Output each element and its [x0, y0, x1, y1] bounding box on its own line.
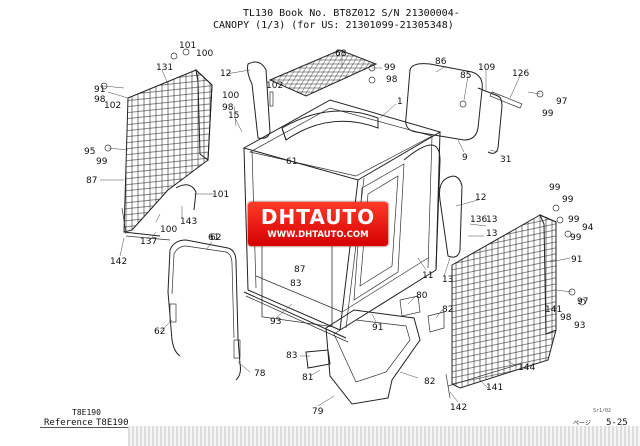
- callout: 142: [450, 403, 467, 413]
- callout: 12: [220, 69, 231, 79]
- callout: 78: [254, 369, 266, 379]
- callout: 93: [270, 317, 281, 327]
- callout: 131: [156, 63, 173, 73]
- callout: 126: [512, 69, 529, 79]
- callout: 87: [294, 265, 305, 275]
- hardware-fasteners: [100, 48, 586, 399]
- callout: 91: [94, 85, 105, 95]
- bracket: [175, 184, 197, 211]
- callout: 86: [435, 57, 447, 67]
- callout: 109: [478, 63, 495, 73]
- callout: 13: [486, 229, 497, 239]
- callout: 141: [486, 383, 503, 393]
- callout: 136: [470, 215, 487, 225]
- callout: 99: [549, 183, 561, 193]
- leader-lines: [100, 58, 571, 407]
- callout: 85: [460, 71, 471, 81]
- callout: 99: [384, 63, 396, 73]
- callout: 13: [442, 275, 453, 285]
- callout: 95: [84, 147, 95, 157]
- door-seal-right: [439, 175, 463, 258]
- callout: 101: [179, 41, 196, 51]
- callout: 99: [542, 109, 554, 119]
- callout: 79: [312, 407, 324, 417]
- handrail-assembly: [167, 239, 241, 381]
- page-number: 5-25: [606, 418, 628, 428]
- right-side-screen: [447, 214, 557, 389]
- callout: 91: [372, 323, 383, 333]
- footer-divider: [40, 427, 128, 428]
- callout: 61: [208, 233, 219, 243]
- footer-rule: [128, 426, 640, 446]
- callout: 100: [196, 49, 213, 59]
- callout-labels: 101 100 131 12 68 99 98 86 85 109 126 91…: [84, 41, 594, 417]
- reference-label: Reference: [44, 418, 93, 428]
- page-prefix: ページ: [573, 420, 591, 427]
- roof-mesh-panel: [268, 49, 378, 97]
- footer-code: T8E190: [72, 408, 101, 417]
- callout: 15: [228, 111, 239, 121]
- callout: 82: [442, 305, 453, 315]
- callout: 68: [335, 49, 347, 59]
- door-seal-upper: [247, 61, 271, 139]
- callout: 83: [286, 351, 297, 361]
- callout: 144: [518, 363, 535, 373]
- callout: 1: [397, 97, 403, 107]
- side-panel: [405, 63, 483, 141]
- callout: 102: [104, 101, 121, 111]
- callout: 98: [386, 75, 398, 85]
- callout: 99: [568, 215, 580, 225]
- watermark-logo: DHTAUTO WWW.DHTAUTO.COM: [248, 202, 388, 246]
- callout: 11: [422, 271, 433, 281]
- logo-url: WWW.DHTAUTO.COM: [267, 230, 369, 240]
- callout: 99: [562, 195, 574, 205]
- callout: 98: [222, 103, 234, 113]
- logo-brand: DHTAUTO: [260, 205, 376, 229]
- footer-small-text: Sr1/02: [593, 408, 612, 414]
- callout: 137: [140, 237, 157, 247]
- callout: 142: [110, 257, 127, 267]
- step-bracket: [305, 295, 445, 405]
- callout: 31: [500, 155, 511, 165]
- callout: 91: [571, 255, 582, 265]
- left-side-screen: [123, 68, 213, 241]
- callout: 61: [286, 157, 297, 167]
- callout: 83: [290, 279, 301, 289]
- callout: 13: [486, 215, 497, 225]
- roof-pad: [281, 110, 379, 141]
- callout: 93: [574, 321, 585, 331]
- callout: 12: [475, 193, 486, 203]
- callout: 94: [582, 223, 594, 233]
- callout: 9: [462, 153, 468, 163]
- reference-value: T8E190: [96, 418, 129, 428]
- callout: 97: [577, 297, 588, 307]
- callout: 143: [180, 217, 197, 227]
- callout: 98: [560, 313, 572, 323]
- callout: 82: [424, 377, 435, 387]
- callout: 101: [212, 190, 229, 200]
- callout: 99: [570, 233, 582, 243]
- callout: 80: [416, 291, 428, 301]
- callout: 99: [96, 157, 108, 167]
- callout: 62: [154, 327, 165, 337]
- callout: 87: [86, 176, 97, 186]
- callout: 102: [266, 81, 283, 91]
- catalog-header-line1: TL130 Book No. BT8Z012 S/N 21300004-: [243, 8, 460, 19]
- callout: 81: [302, 373, 313, 383]
- callout: 98: [94, 95, 106, 105]
- callout: 97: [556, 97, 567, 107]
- callout: 62: [210, 233, 221, 243]
- seal-strip: [477, 87, 523, 154]
- catalog-header-line2: CANOPY (1/3) (for US: 21301099-21305348): [213, 20, 454, 31]
- callout: 141: [545, 305, 562, 315]
- callout: 100: [160, 225, 177, 235]
- callout: 100: [222, 91, 239, 101]
